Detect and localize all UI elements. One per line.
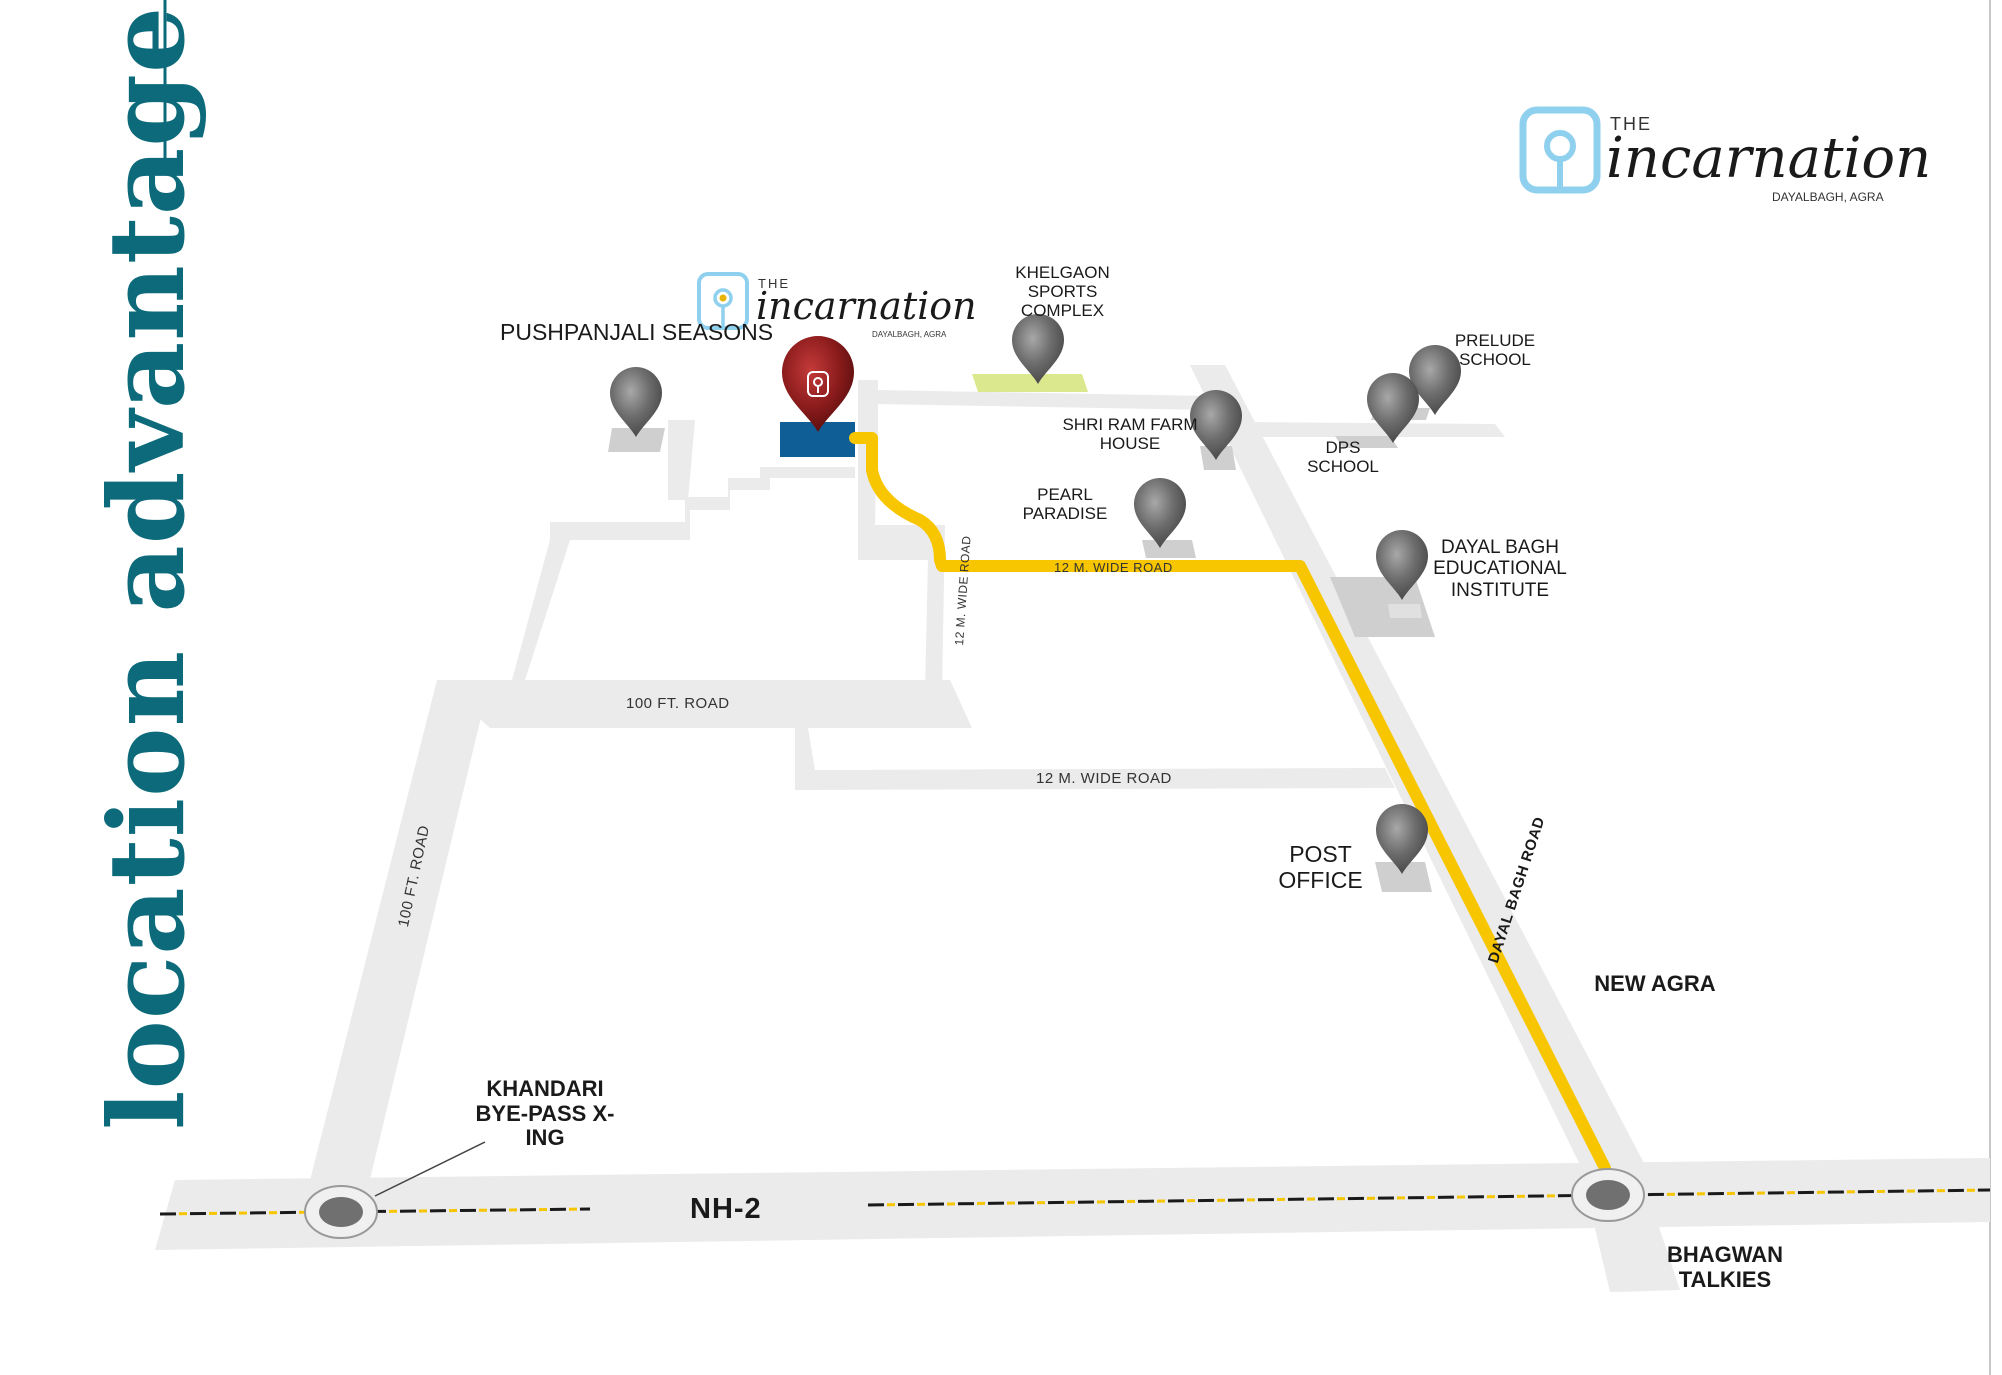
map-pin-icon (1376, 530, 1428, 600)
road-12m-lower (795, 728, 1395, 790)
label-new-agra: NEW AGRA (1594, 971, 1716, 996)
plot-shriram (1200, 446, 1236, 470)
label-khandari: KHANDARI BYE-PASS X-ING (475, 1076, 615, 1151)
junction-icon (1571, 1168, 1645, 1222)
callout-line (374, 1141, 486, 1197)
brand-the: THE (758, 276, 790, 291)
road-100ft-horizontal (437, 680, 972, 728)
road-100ft-left (305, 680, 490, 1200)
label-dayalbagh-edu: DAYAL BAGH EDUCATIONAL INSTITUTE (1433, 537, 1567, 601)
label-shriram: SHRI RAM FARM HOUSE (1062, 415, 1198, 454)
road-pushpanjali-link (668, 420, 695, 500)
label-pearl: PEARL PARADISE (1022, 485, 1108, 524)
road-nh2 (155, 1158, 1990, 1250)
junction-icon (304, 1185, 378, 1239)
route-highlight (849, 432, 1611, 1174)
map-pin-icon (1367, 373, 1419, 443)
map-pin-icon (1376, 804, 1428, 874)
site-pin-icon (782, 336, 854, 432)
road-bhagwan (1600, 1200, 1680, 1292)
label-100ft-horizontal: 100 FT. ROAD (626, 695, 730, 712)
plot-pushpanjali (608, 428, 665, 452)
brand-name: incarnation (1606, 126, 1932, 191)
plot-khelgaon (972, 374, 1088, 392)
map-pin-icon (1409, 345, 1461, 415)
brand-location: DAYALBAGH, AGRA (1772, 190, 1884, 204)
incarnation-logo-icon (1519, 106, 1601, 194)
brand-name: incarnation (756, 284, 977, 328)
label-post-office: POST OFFICE (1278, 841, 1363, 893)
label-dps: DPS SCHOOL (1307, 438, 1379, 477)
label-pushpanjali: PUSHPANJALI SEASONS (500, 319, 774, 345)
road-top (875, 390, 1212, 410)
map-pin-icon (1134, 478, 1186, 548)
plot-pearl (1142, 540, 1196, 558)
plot-dayalbagh (1330, 577, 1435, 637)
incarnation-logo-icon (697, 272, 749, 330)
label-prelude: PRELUDE SCHOOL (1454, 331, 1536, 370)
brand-the: THE (1610, 114, 1652, 134)
road-schools (1245, 422, 1505, 437)
map-pin-icon (1190, 390, 1242, 460)
label-nh2: NH-2 (690, 1193, 762, 1225)
nh2-centerline-right-accent (867, 1188, 1991, 1207)
landmark-pins (610, 314, 1461, 874)
nh2-centerline-right (867, 1188, 1991, 1207)
plot-postoffice (1375, 862, 1432, 892)
label-khelgaon: KHELGAON SPORTS COMPLEX (1015, 263, 1110, 321)
page-title: location advantage... (85, 0, 208, 1130)
label-12m-upper: 12 M. WIDE ROAD (1054, 560, 1173, 575)
label-bhagwan: BHAGWAN TALKIES (1666, 1242, 1784, 1292)
map-pin-icon (610, 367, 662, 437)
brand-location: DAYALBAGH, AGRA (872, 330, 947, 339)
map-pin-icon (1012, 314, 1064, 384)
label-12m-lower: 12 M. WIDE ROAD (1036, 770, 1172, 787)
plot-dps (1335, 436, 1398, 448)
plot-dayalbagh-inner (1388, 604, 1422, 618)
